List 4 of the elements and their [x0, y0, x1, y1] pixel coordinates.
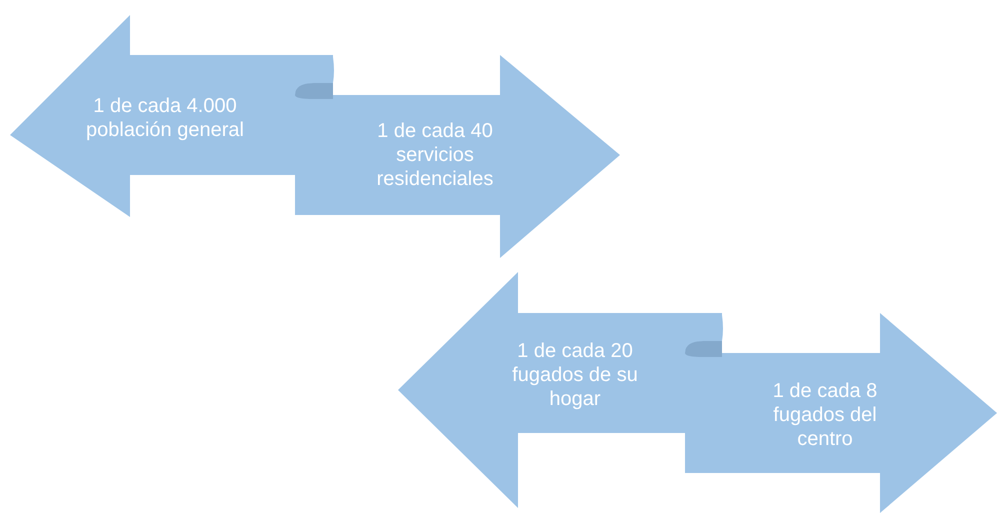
arrow-text: 1 de cada 20 fugados de su hogar [511, 339, 639, 411]
arrow-text: 1 de cada 40 servicios residenciales [376, 119, 494, 191]
arrow-text: 1 de cada 4.000 población general [85, 94, 245, 142]
arrow-text: 1 de cada 8 fugados del centro [772, 379, 878, 451]
